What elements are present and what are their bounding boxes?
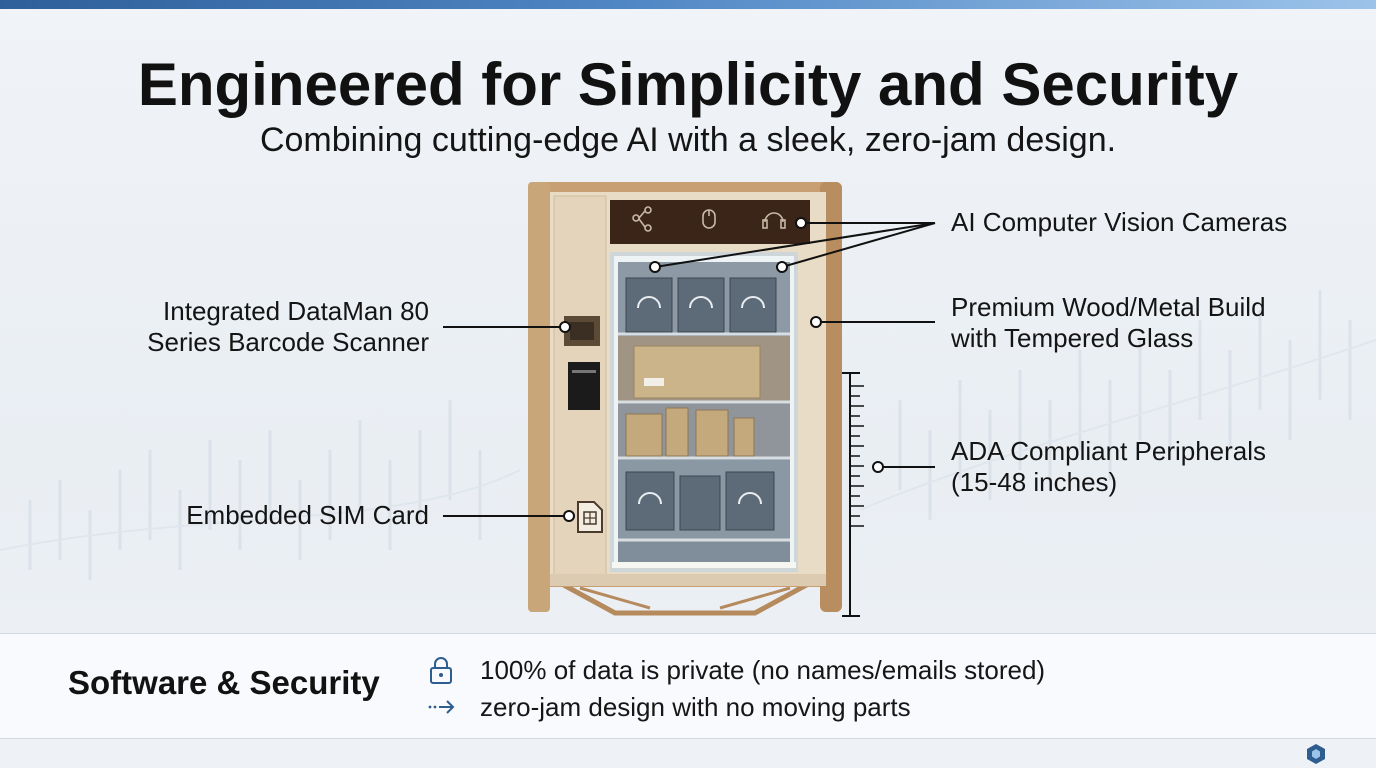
callout-sim-card: Embedded SIM Card xyxy=(186,500,429,530)
lock-icon xyxy=(430,657,452,684)
callout-barcode-scanner-line2: Series Barcode Scanner xyxy=(147,327,429,357)
callout-ada-line1: ADA Compliant Peripherals xyxy=(951,436,1267,466)
bullet-data-privacy-text: 100% of data is private (no names/emails… xyxy=(480,655,1046,685)
callout-premium-build: Premium Wood/Metal Build with Tempered G… xyxy=(951,292,1266,354)
page-title: Engineered for Simplicity and Security xyxy=(137,51,1239,118)
callout-ai-cameras: AI Computer Vision Cameras xyxy=(951,207,1288,237)
callout-ada-compliant: ADA Compliant Peripherals (15-48 inches) xyxy=(951,436,1266,498)
callout-barcode-scanner-line1: Integrated DataMan 80 xyxy=(163,296,429,326)
software-security-heading: Software & Security xyxy=(68,664,380,701)
bullet-zero-jam-text: zero-jam design with no moving parts xyxy=(480,692,911,722)
callout-barcode-scanner: Integrated DataMan 80 Series Barcode Sca… xyxy=(120,296,429,358)
callout-premium-build-line2: with Tempered Glass xyxy=(951,323,1194,353)
page-subtitle: Combining cutting-edge AI with a sleek, … xyxy=(259,121,1117,159)
callout-premium-build-line1: Premium Wood/Metal Build xyxy=(951,292,1266,322)
callout-ada-line2: (15-48 inches) xyxy=(951,467,1118,497)
software-security-panel xyxy=(0,633,1376,739)
top-accent-bar xyxy=(0,0,1376,9)
dotted-arrow-icon xyxy=(428,700,455,714)
brand-logo-icon xyxy=(1307,744,1325,764)
kiosk-cabinet-illustration xyxy=(528,182,842,616)
background-chart-pattern xyxy=(0,290,1376,580)
